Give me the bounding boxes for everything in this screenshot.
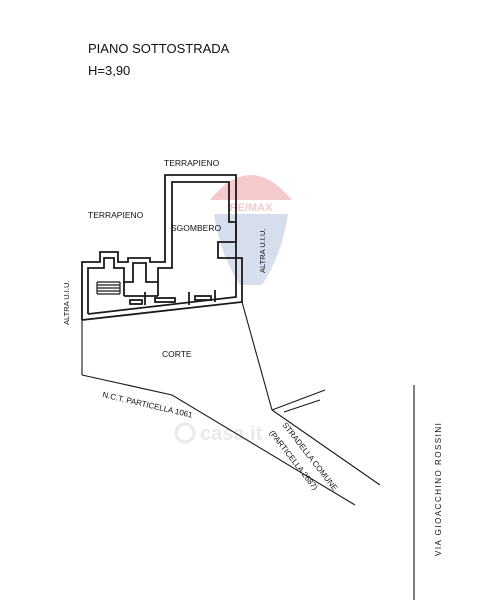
sgombero-label: SGOMBERO [171,223,221,233]
outer-wall [81,174,243,321]
plan-header: PIANO SOTTOSTRADA H=3,90 [88,38,229,82]
road-edge-upper [271,409,381,486]
window [194,295,212,301]
window [154,297,176,303]
corte-boundary [81,374,356,506]
remax-balloon-blue [214,214,288,285]
terrapieno-top-label: TERRAPIENO [164,158,220,168]
corte-label: CORTE [162,349,192,359]
floor-height: H=3,90 [88,63,131,78]
particella-label: N.C.T. PARTICELLA 1061 [102,390,194,420]
altra-uiu-left-label: ALTRA U.I.U. [62,281,71,325]
floor-title: PIANO SOTTOSTRADA [88,41,230,56]
stair-icon [96,281,121,295]
remax-balloon-red [210,175,292,200]
casa-logo-circle [174,422,196,444]
window [129,299,143,305]
remax-wordmark: RE/MAX [230,202,273,214]
building-walls [81,174,243,321]
remax-watermark: RE/MAX [210,175,292,285]
via-label: VIA GIOACCHINO ROSSINI [434,422,443,556]
site-lines [81,301,415,600]
casa-wordmark: casa.it [200,423,263,445]
corte-right-edge [241,301,273,411]
road-edge-lower [271,389,326,411]
remax-band [212,200,290,214]
road-edge-right [283,399,321,413]
terrapieno-left-label: TERRAPIENO [88,210,144,220]
altra-uiu-right-label: ALTRA U.I.U. [258,229,267,273]
